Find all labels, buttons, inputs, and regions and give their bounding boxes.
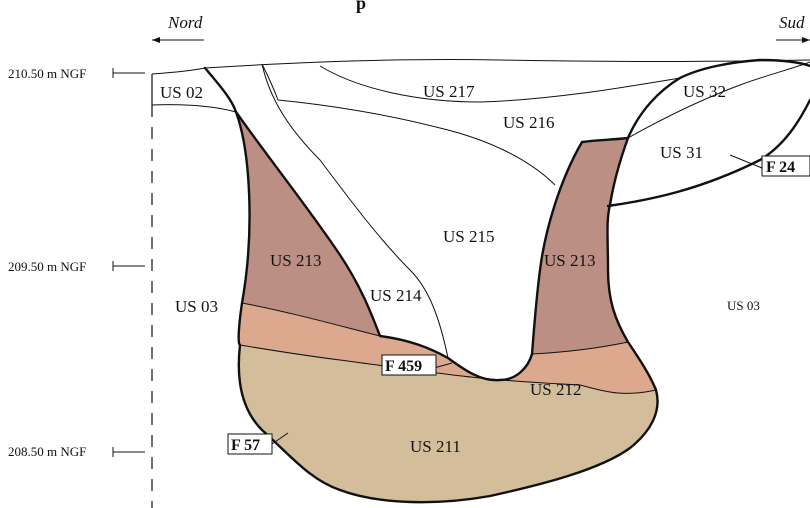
elevation-label-208-50: 208.50 m NGF (8, 444, 86, 459)
layer-us211 (238, 345, 658, 503)
direction-north-label: Nord (167, 13, 203, 32)
feature-f24: F 24 (761, 155, 810, 177)
layer-boundaries (151, 58, 810, 445)
north-arrow-icon (152, 37, 204, 43)
label-us02: US 02 (160, 83, 203, 102)
label-us32: US 32 (683, 82, 726, 101)
elevation-label-209-50: 209.50 m NGF (8, 259, 86, 274)
feature-f57-label: F 57 (231, 437, 260, 454)
feature-f57: F 57 (227, 433, 273, 455)
section-title: p (356, 0, 366, 13)
direction-south-label: Sud (779, 13, 805, 32)
feature-f459: F 459 (381, 354, 437, 376)
label-us216: US 216 (503, 113, 554, 132)
label-us211: US 211 (410, 437, 461, 456)
pit-outline (203, 58, 810, 504)
label-us31: US 31 (660, 143, 703, 162)
feature-f459-label: F 459 (385, 358, 422, 375)
label-us215: US 215 (443, 227, 494, 246)
layer-us212 (239, 303, 656, 394)
feature-f24-label: F 24 (766, 159, 795, 176)
label-us03-left: US 03 (175, 297, 218, 316)
label-us03-right: US 03 (727, 298, 760, 313)
label-us213-right: US 213 (544, 251, 595, 270)
elevation-label-210-50: 210.50 m NGF (8, 66, 86, 81)
layer-us213-left (236, 112, 380, 336)
label-us213-left: US 213 (270, 251, 321, 270)
layer-us213-right (532, 138, 628, 354)
south-arrow-icon (776, 37, 810, 43)
label-us217: US 217 (423, 82, 475, 101)
label-us212: US 212 (530, 380, 581, 399)
label-us214: US 214 (370, 286, 422, 305)
